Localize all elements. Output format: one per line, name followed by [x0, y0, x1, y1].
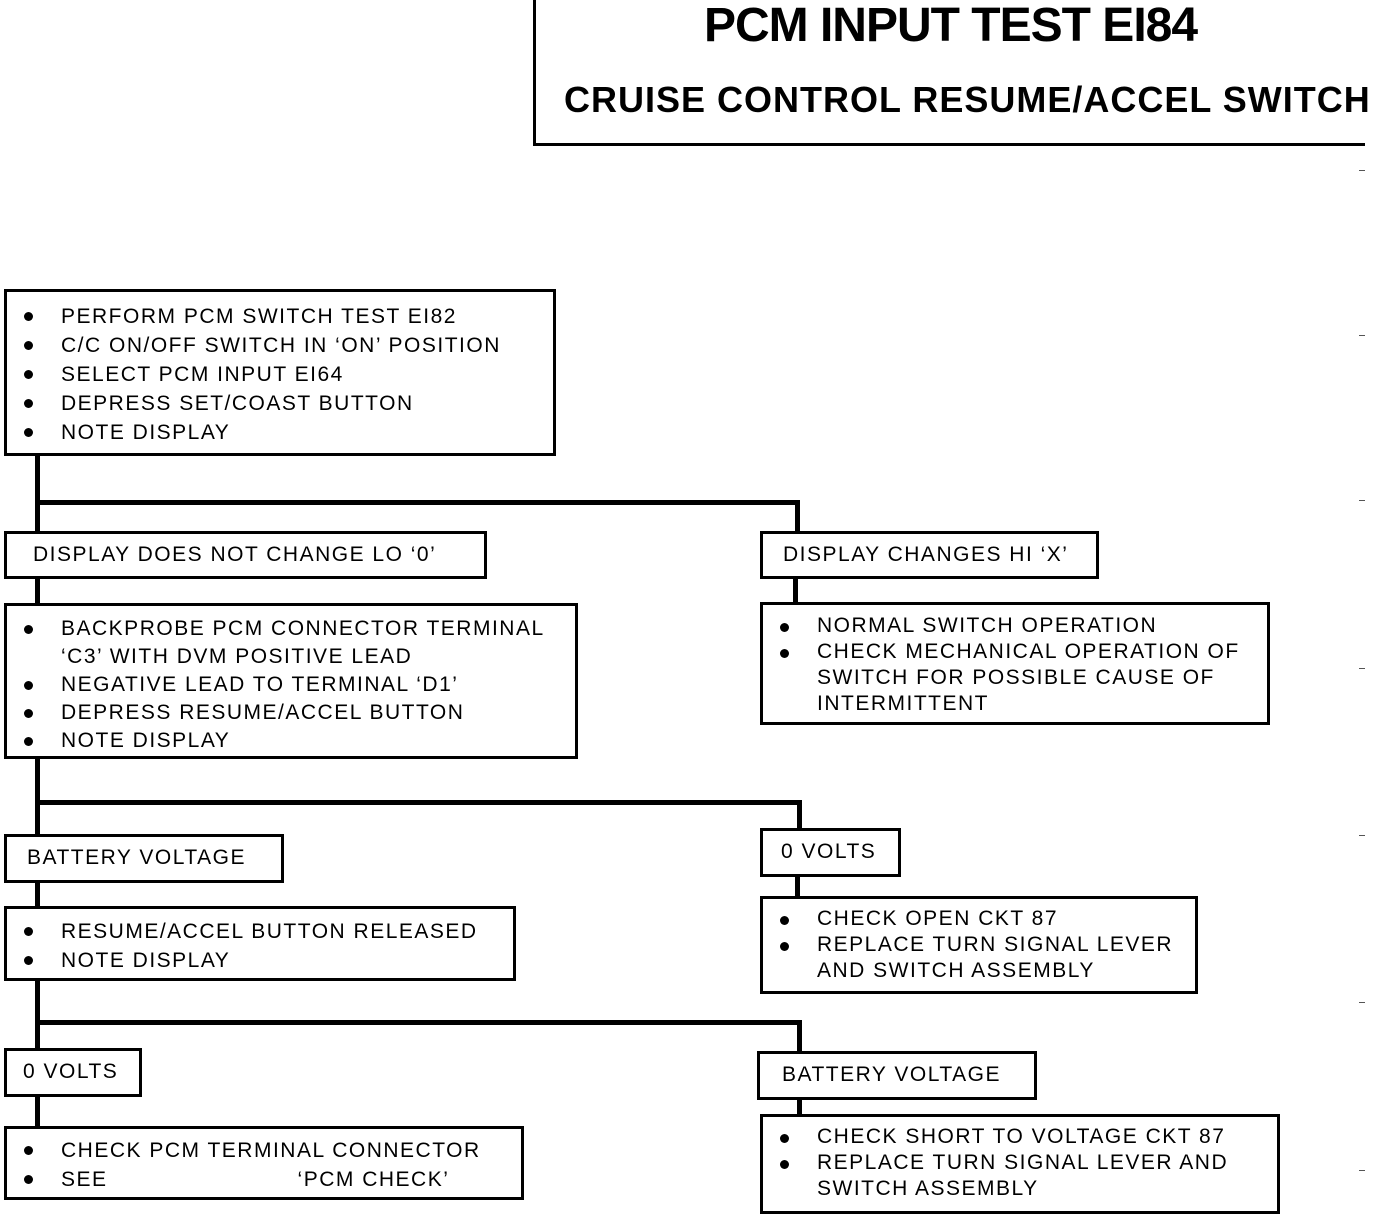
connector-line — [35, 1020, 802, 1025]
result-label: BATTERY VOLTAGE — [782, 1063, 1001, 1086]
list-item: C/C ON/OFF SWITCH IN ‘ON’ POSITION — [7, 331, 553, 360]
list-item: NOTE DISPLAY — [7, 727, 575, 755]
result-changes-box: DISPLAY CHANGES HI ‘X’ — [760, 531, 1099, 579]
pcm-check-reference: ‘PCM CHECK’ — [297, 1168, 450, 1191]
list-item: CHECK PCM TERMINAL CONNECTOR — [7, 1136, 521, 1165]
backprobe-step-box: BACKPROBE PCM CONNECTOR TERMINAL ‘C3’ WI… — [4, 603, 578, 759]
zero-volts-box-1: 0 VOLTS — [760, 828, 901, 877]
release-step-box: RESUME/ACCEL BUTTON RELEASED NOTE DISPLA… — [4, 906, 516, 981]
zero-volts-box-2: 0 VOLTS — [4, 1048, 142, 1097]
result-label: 0 VOLTS — [781, 840, 877, 863]
short-circuit-box: CHECK SHORT TO VOLTAGE CKT 87 REPLACE TU… — [760, 1114, 1280, 1214]
page-subtitle: CRUISE CONTROL RESUME/ACCEL SWITCH — [564, 79, 1371, 120]
result-label: BATTERY VOLTAGE — [27, 846, 246, 869]
list-item: CHECK SHORT TO VOLTAGE CKT 87 — [763, 1124, 1277, 1150]
list-item: DEPRESS RESUME/ACCEL BUTTON — [7, 699, 575, 727]
connector-line — [795, 500, 800, 533]
result-no-change-box: DISPLAY DOES NOT CHANGE LO ‘0’ — [4, 531, 487, 579]
connector-line — [35, 577, 40, 605]
connector-line — [35, 757, 40, 837]
connector-line — [793, 577, 798, 604]
list-item: NOTE DISPLAY — [7, 418, 553, 447]
connector-line — [35, 800, 802, 805]
list-item: SEE ‘PCM CHECK’ — [7, 1165, 521, 1194]
connector-line — [797, 1020, 802, 1053]
battery-voltage-box-1: BATTERY VOLTAGE — [4, 834, 284, 883]
margin-tick — [1359, 1002, 1365, 1003]
see-prefix: SEE — [61, 1168, 108, 1191]
list-item: PERFORM PCM SWITCH TEST EI82 — [7, 302, 553, 331]
margin-tick — [1359, 500, 1365, 501]
connector-line — [35, 880, 40, 909]
connector-line — [35, 1095, 40, 1128]
connector-line — [35, 978, 40, 1050]
title-block: PCM INPUT TEST EI84 CRUISE CONTROL RESUM… — [533, 0, 1370, 146]
margin-tick — [1359, 668, 1365, 669]
list-item: SELECT PCM INPUT EI64 — [7, 360, 553, 389]
list-item: NOTE DISPLAY — [7, 946, 513, 975]
pcm-check-box: CHECK PCM TERMINAL CONNECTOR SEE ‘PCM CHE… — [4, 1126, 524, 1200]
connector-line — [795, 874, 800, 898]
result-label: DISPLAY DOES NOT CHANGE LO ‘0’ — [33, 543, 437, 566]
list-item: NORMAL SWITCH OPERATION — [763, 613, 1267, 639]
list-item: DEPRESS SET/COAST BUTTON — [7, 389, 553, 418]
result-label: DISPLAY CHANGES HI ‘X’ — [783, 543, 1069, 566]
page-title: PCM INPUT TEST EI84 — [703, 0, 1198, 52]
connector-line — [797, 1097, 802, 1115]
battery-voltage-box-2: BATTERY VOLTAGE — [757, 1051, 1037, 1100]
margin-tick — [1359, 335, 1365, 336]
margin-tick — [1359, 170, 1365, 171]
result-label: 0 VOLTS — [23, 1060, 119, 1083]
margin-tick — [1359, 1170, 1365, 1171]
list-item: REPLACE TURN SIGNAL LEVER AND SWITCH ASS… — [763, 932, 1195, 984]
normal-operation-box: NORMAL SWITCH OPERATION CHECK MECHANICAL… — [760, 602, 1270, 725]
margin-tick — [1359, 835, 1365, 836]
start-step-box: PERFORM PCM SWITCH TEST EI82 C/C ON/OFF … — [4, 289, 556, 456]
connector-line — [35, 500, 800, 505]
list-item: BACKPROBE PCM CONNECTOR TERMINAL ‘C3’ WI… — [7, 615, 575, 671]
connector-line — [797, 800, 802, 830]
list-item: NEGATIVE LEAD TO TERMINAL ‘D1’ — [7, 671, 575, 699]
list-item: REPLACE TURN SIGNAL LEVER AND SWITCH ASS… — [763, 1150, 1277, 1202]
list-item: RESUME/ACCEL BUTTON RELEASED — [7, 917, 513, 946]
open-circuit-box: CHECK OPEN CKT 87 REPLACE TURN SIGNAL LE… — [760, 896, 1198, 994]
list-item: CHECK MECHANICAL OPERATION OF SWITCH FOR… — [763, 639, 1267, 717]
list-item: CHECK OPEN CKT 87 — [763, 906, 1195, 932]
connector-line — [35, 455, 40, 533]
